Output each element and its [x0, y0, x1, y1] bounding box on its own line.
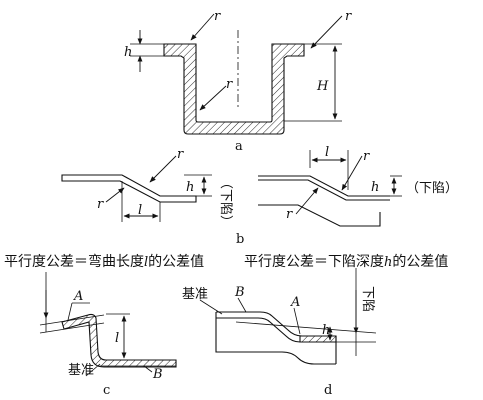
figure-b-left: r r h l （下陷）: [61, 147, 233, 228]
leader-r: [310, 15, 343, 49]
label-h: h: [322, 323, 330, 338]
label-A: A: [290, 295, 300, 310]
label-B: B: [152, 367, 163, 382]
joggle-profile-left: [61, 174, 197, 203]
leader-r: [190, 13, 215, 41]
caption-d: d: [324, 383, 332, 398]
heading-left: 平行度公差＝弯曲长度l的公差值: [4, 253, 204, 270]
label-h: h: [371, 180, 379, 195]
z-profile: [61, 313, 177, 368]
hat-section-profile: [163, 43, 305, 135]
tolerance-zone-line: [235, 321, 377, 334]
leader-r: [199, 85, 227, 111]
caption-b: b: [236, 232, 244, 247]
figure-c: l A 基准 B c: [39, 272, 177, 398]
caption-c: c: [103, 383, 110, 398]
label-l: l: [115, 331, 119, 346]
label-r: r: [363, 149, 370, 164]
label-h: h: [186, 180, 194, 195]
leader-r: [149, 155, 177, 183]
label-datum: 基准: [68, 363, 94, 378]
label-r: r: [97, 197, 104, 212]
label-A: A: [73, 289, 83, 304]
sink-vertical-label: 下陷: [360, 286, 375, 312]
label-r: r: [177, 147, 184, 162]
label-r: r: [345, 9, 352, 24]
leader-r: [295, 187, 319, 215]
label-r: r: [286, 207, 293, 222]
leader-A: [67, 302, 73, 321]
leader-B: [143, 365, 153, 373]
sink-vertical-label: （下陷）: [218, 176, 233, 228]
heading-right: 平行度公差＝下陷深度h的公差值: [244, 254, 448, 270]
figure-a: r r r h H a: [124, 9, 352, 154]
figure-b-right: r r l h （下陷） b: [236, 145, 458, 247]
hatched-strip: [299, 335, 337, 343]
label-l: l: [138, 203, 142, 218]
leader-r: [341, 155, 363, 191]
headings: 平行度公差＝弯曲长度l的公差值 平行度公差＝下陷深度h的公差值: [4, 253, 448, 270]
joggle-profile-right: [258, 175, 390, 201]
leader-datum: [85, 363, 101, 377]
leader-B: [237, 297, 247, 313]
leader-r: [105, 187, 125, 203]
figure-d: h 基准 B A 下陷 d: [182, 268, 377, 398]
plate-profile: [215, 311, 337, 365]
label-l: l: [325, 145, 329, 160]
sink-label: （下陷）: [406, 181, 458, 196]
leader-A: [293, 307, 301, 335]
label-B: B: [234, 285, 245, 300]
label-h: h: [124, 45, 132, 60]
leader-datum: [199, 299, 223, 315]
joggle-profile-right-lower: [258, 204, 381, 227]
label-r: r: [214, 9, 221, 24]
label-r: r: [226, 77, 233, 92]
label-datum: 基准: [182, 287, 208, 302]
caption-a: a: [235, 139, 243, 154]
label-H: H: [316, 79, 329, 94]
